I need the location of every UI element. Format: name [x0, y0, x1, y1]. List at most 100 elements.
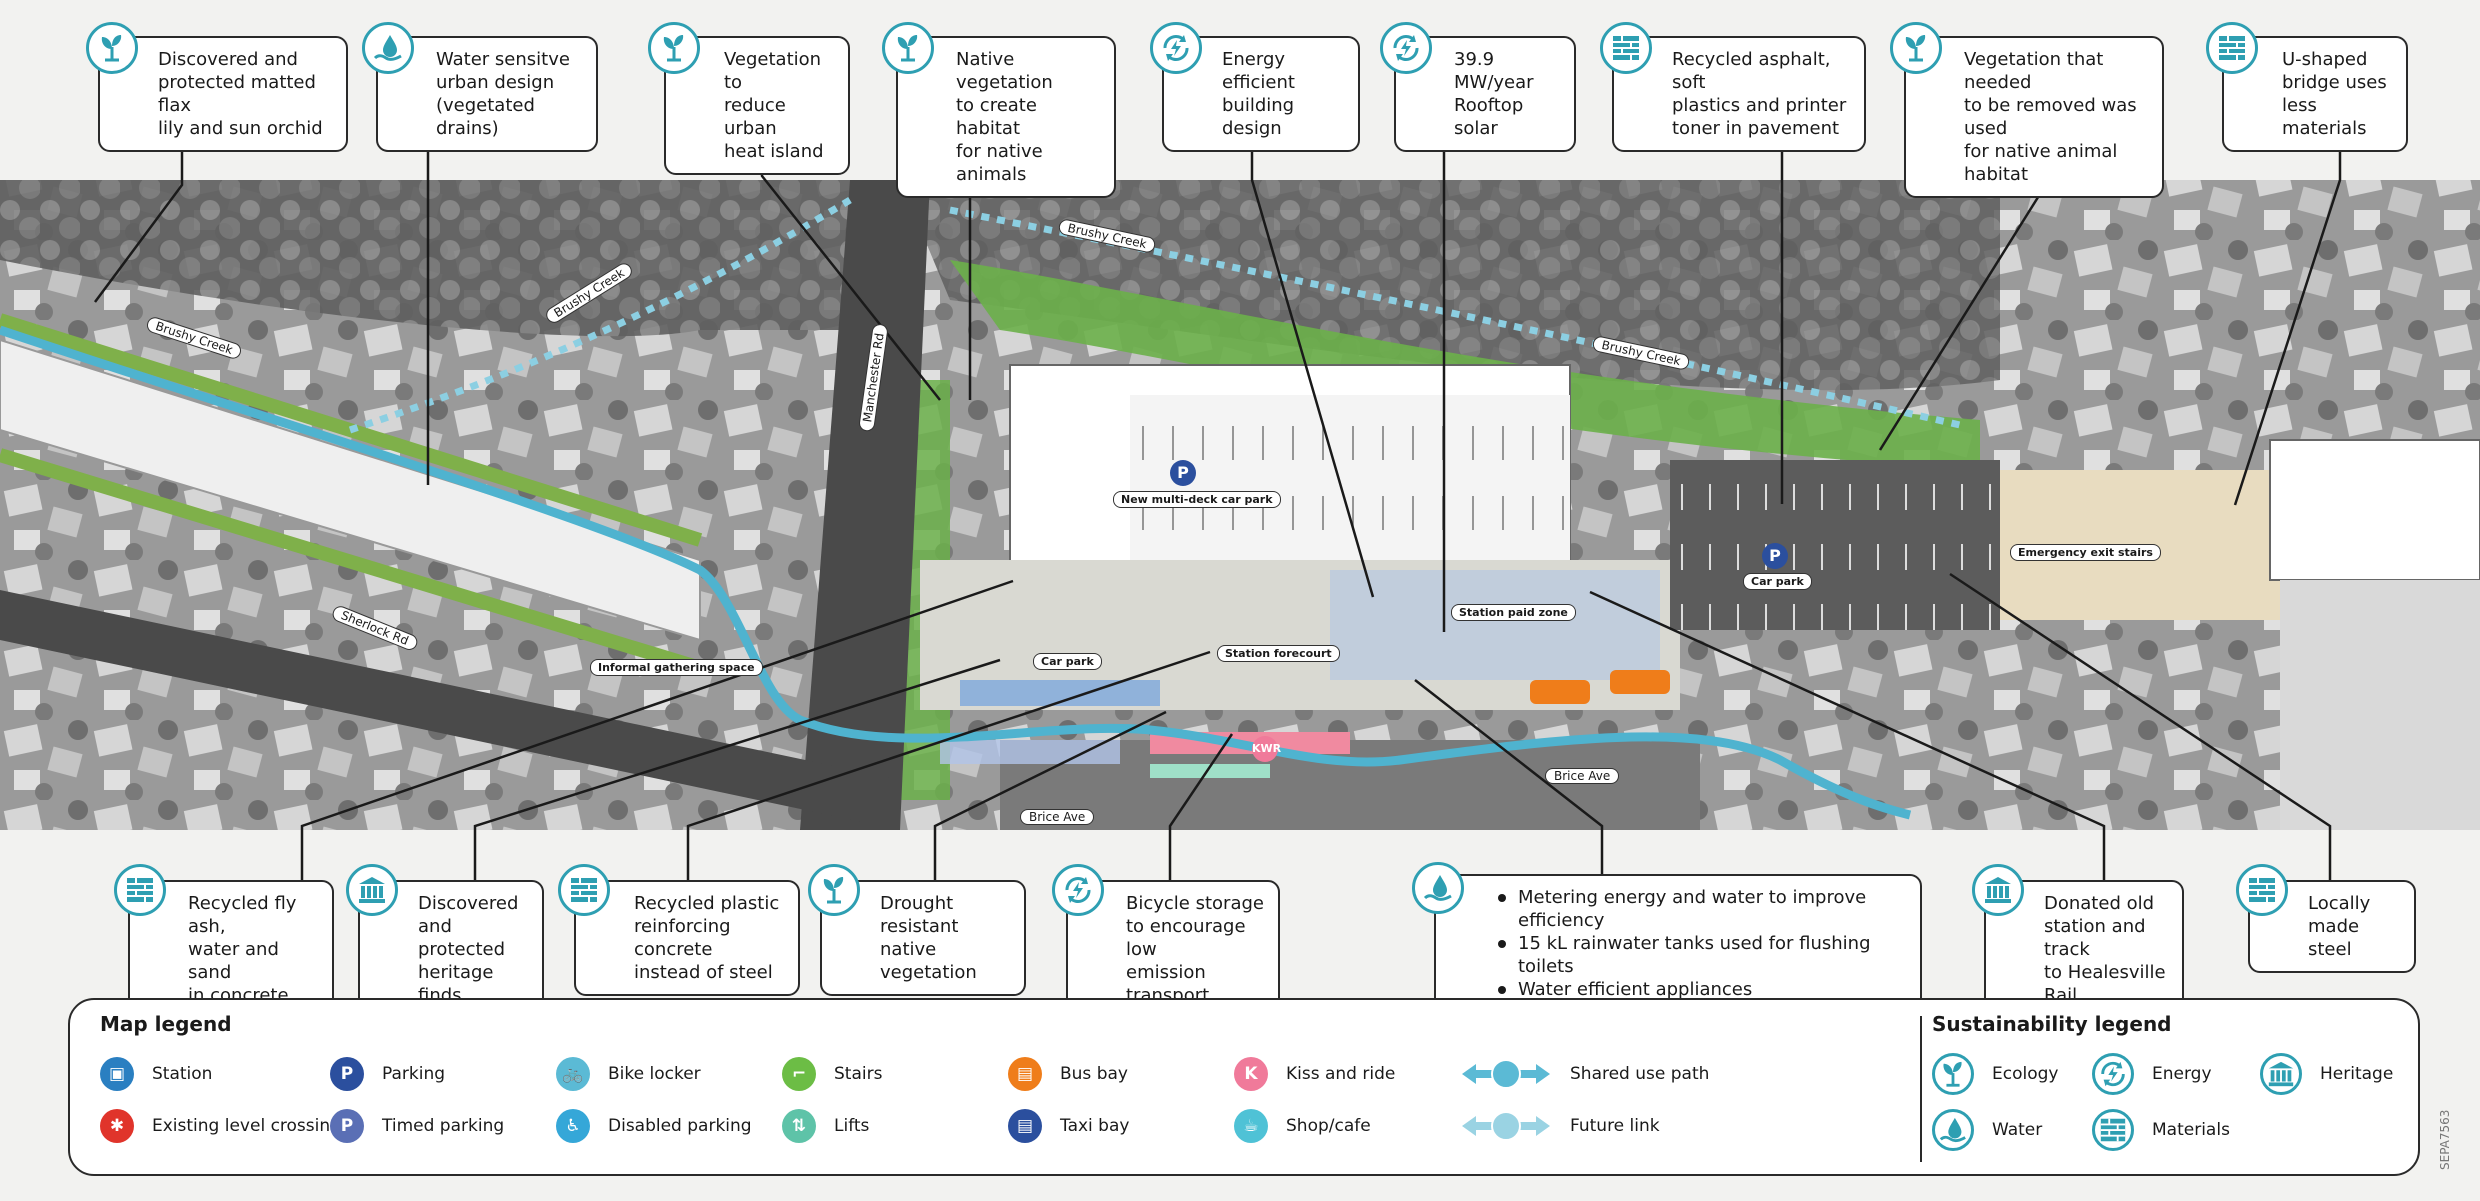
- ecology-icon: [648, 22, 700, 74]
- water-icon: [1412, 862, 1464, 914]
- heritage-icon: [2260, 1053, 2302, 1095]
- sustainability-legend-label: Energy: [2152, 1064, 2212, 1084]
- materials-icon: [558, 864, 610, 916]
- station-paid-zone-label: Station paid zone: [1451, 604, 1576, 621]
- shared-use-path-icon: [1460, 1057, 1552, 1091]
- materials-icon: [114, 864, 166, 916]
- materials-icon: [2236, 864, 2288, 916]
- brice-ave-west-label: Brice Ave: [1020, 809, 1095, 825]
- callout-list-item: Metering energy and water to improve eff…: [1496, 886, 1906, 932]
- informal-gathering-space-label: Informal gathering space: [590, 659, 763, 676]
- emergency-exit-stairs-label: Emergency exit stairs: [2010, 544, 2161, 561]
- stairs-icon: ⌐: [782, 1057, 816, 1091]
- legend-item-label: Shared use path: [1570, 1064, 1710, 1084]
- lifts-icon: ⇅: [782, 1109, 816, 1143]
- legend-item-disabled-parking: ♿ Disabled parking: [556, 1108, 752, 1144]
- water-icon: [1932, 1109, 1974, 1151]
- sustainability-legend-materials: Materials: [2092, 1108, 2230, 1152]
- bottom-callout-1: Recycled fly ash, water and sand in conc…: [128, 880, 334, 1019]
- legend-item-stairs: ⌐ Stairs: [782, 1056, 882, 1092]
- multideck-car-park-label: New multi-deck car park: [1113, 491, 1281, 508]
- top-callout-5: Energy efficient building design: [1162, 36, 1360, 152]
- callout-list-item: 15 kL rainwater tanks used for flushing …: [1496, 932, 1906, 978]
- energy-icon: [2092, 1053, 2134, 1095]
- legend-item-taxi-bay: ▤ Taxi bay: [1008, 1108, 1129, 1144]
- legend-item-label: Timed parking: [382, 1116, 505, 1136]
- top-callout-8: Vegetation that needed to be removed was…: [1904, 36, 2164, 198]
- car-park-east-label: Car park: [1743, 573, 1812, 590]
- callout-list-item: Water efficient appliances: [1496, 978, 1906, 1001]
- legend-item-label: Taxi bay: [1060, 1116, 1130, 1136]
- legend-item-label: Parking: [382, 1064, 446, 1084]
- water-icon: [362, 22, 414, 74]
- sustainability-legend-label: Materials: [2152, 1120, 2230, 1140]
- bus-bay-icon: ▤: [1008, 1057, 1042, 1091]
- parking-icon: P: [330, 1057, 364, 1091]
- heritage-icon: [346, 864, 398, 916]
- bottom-callout-list: Metering energy and water to improve eff…: [1496, 886, 1906, 1001]
- ecology-icon: [1890, 22, 1942, 74]
- legend-item-label: Station: [152, 1064, 213, 1084]
- legend-item-label: Bike locker: [608, 1064, 701, 1084]
- bottom-callout-6: Metering energy and water to improve eff…: [1434, 874, 1922, 1013]
- station-icon: ▣: [100, 1057, 134, 1091]
- bottom-callout-3: Recycled plastic reinforcing concrete in…: [574, 880, 800, 996]
- legend-item-label: Kiss and ride: [1286, 1064, 1396, 1084]
- timed-parking-icon: P: [330, 1109, 364, 1143]
- legend-panel: Map legend Sustainability legend ▣ Statio…: [68, 998, 2420, 1176]
- legend-item-label: Future link: [1570, 1116, 1660, 1136]
- energy-icon: [1052, 864, 1104, 916]
- materials-icon: [2092, 1109, 2134, 1151]
- energy-icon: [1150, 22, 1202, 74]
- legend-item-lifts: ⇅ Lifts: [782, 1108, 869, 1144]
- kiss-and-ride-badge: KWR: [1252, 736, 1281, 762]
- bottom-callout-2: Discovered and protected heritage finds: [358, 880, 544, 1019]
- sustainability-legend-water: Water: [1932, 1108, 2042, 1152]
- legend-item-shared-use-path: Shared use path: [1460, 1056, 1709, 1092]
- legend-item-label: Disabled parking: [608, 1116, 752, 1136]
- legend-item-timed-parking: P Timed parking: [330, 1108, 504, 1144]
- future-link-icon: [1460, 1109, 1552, 1143]
- legend-item-label: Existing level crossing: [152, 1116, 341, 1136]
- car-park-west-label: Car park: [1033, 653, 1102, 670]
- sustainability-legend-title: Sustainability legend: [1932, 1012, 2172, 1036]
- sustainability-legend-label: Heritage: [2320, 1064, 2394, 1084]
- document-code: SEPA7563: [2438, 1109, 2452, 1170]
- top-callout-7: Recycled asphalt, soft plastics and prin…: [1612, 36, 1866, 152]
- legend-item-label: Shop/cafe: [1286, 1116, 1371, 1136]
- bike-locker-icon: 🚲: [556, 1057, 590, 1091]
- shop-cafe-icon: ☕: [1234, 1109, 1268, 1143]
- legend-item-label: Lifts: [834, 1116, 870, 1136]
- legend-item-future-link: Future link: [1460, 1108, 1660, 1144]
- level-crossing-icon: ✱: [100, 1109, 134, 1143]
- legend-item-label: Bus bay: [1060, 1064, 1128, 1084]
- map-legend-title: Map legend: [100, 1012, 232, 1036]
- parking-marker: P: [1170, 460, 1196, 486]
- sustainability-legend-ecology: Ecology: [1932, 1052, 2058, 1096]
- materials-icon: [1600, 22, 1652, 74]
- ecology-icon: [808, 864, 860, 916]
- ecology-icon: [86, 22, 138, 74]
- legend-item-bike-locker: 🚲 Bike locker: [556, 1056, 701, 1092]
- top-callout-1: Discovered and protected matted flax lil…: [98, 36, 348, 152]
- sustainability-legend-energy: Energy: [2092, 1052, 2212, 1096]
- sustainability-legend-heritage: Heritage: [2260, 1052, 2393, 1096]
- sustainability-legend-label: Ecology: [1992, 1064, 2059, 1084]
- legend-item-kiss-and-ride: K Kiss and ride: [1234, 1056, 1395, 1092]
- legend-item-shop-cafe: ☕ Shop/cafe: [1234, 1108, 1371, 1144]
- kiss-and-ride-icon: K: [1234, 1057, 1268, 1091]
- ecology-icon: [882, 22, 934, 74]
- sustainability-legend-label: Water: [1992, 1120, 2043, 1140]
- legend-item-bus-bay: ▤ Bus bay: [1008, 1056, 1128, 1092]
- parking-marker-east: P: [1762, 543, 1788, 569]
- top-callout-2: Water sensitve urban design (vegetated d…: [376, 36, 598, 152]
- disabled-parking-icon: ♿: [556, 1109, 590, 1143]
- legend-item-label: Stairs: [834, 1064, 883, 1084]
- ecology-icon: [1932, 1053, 1974, 1095]
- energy-icon: [1380, 22, 1432, 74]
- taxi-bay-icon: ▤: [1008, 1109, 1042, 1143]
- legend-item-station: ▣ Station: [100, 1056, 212, 1092]
- legend-item-level-crossing: ✱ Existing level crossing: [100, 1108, 341, 1144]
